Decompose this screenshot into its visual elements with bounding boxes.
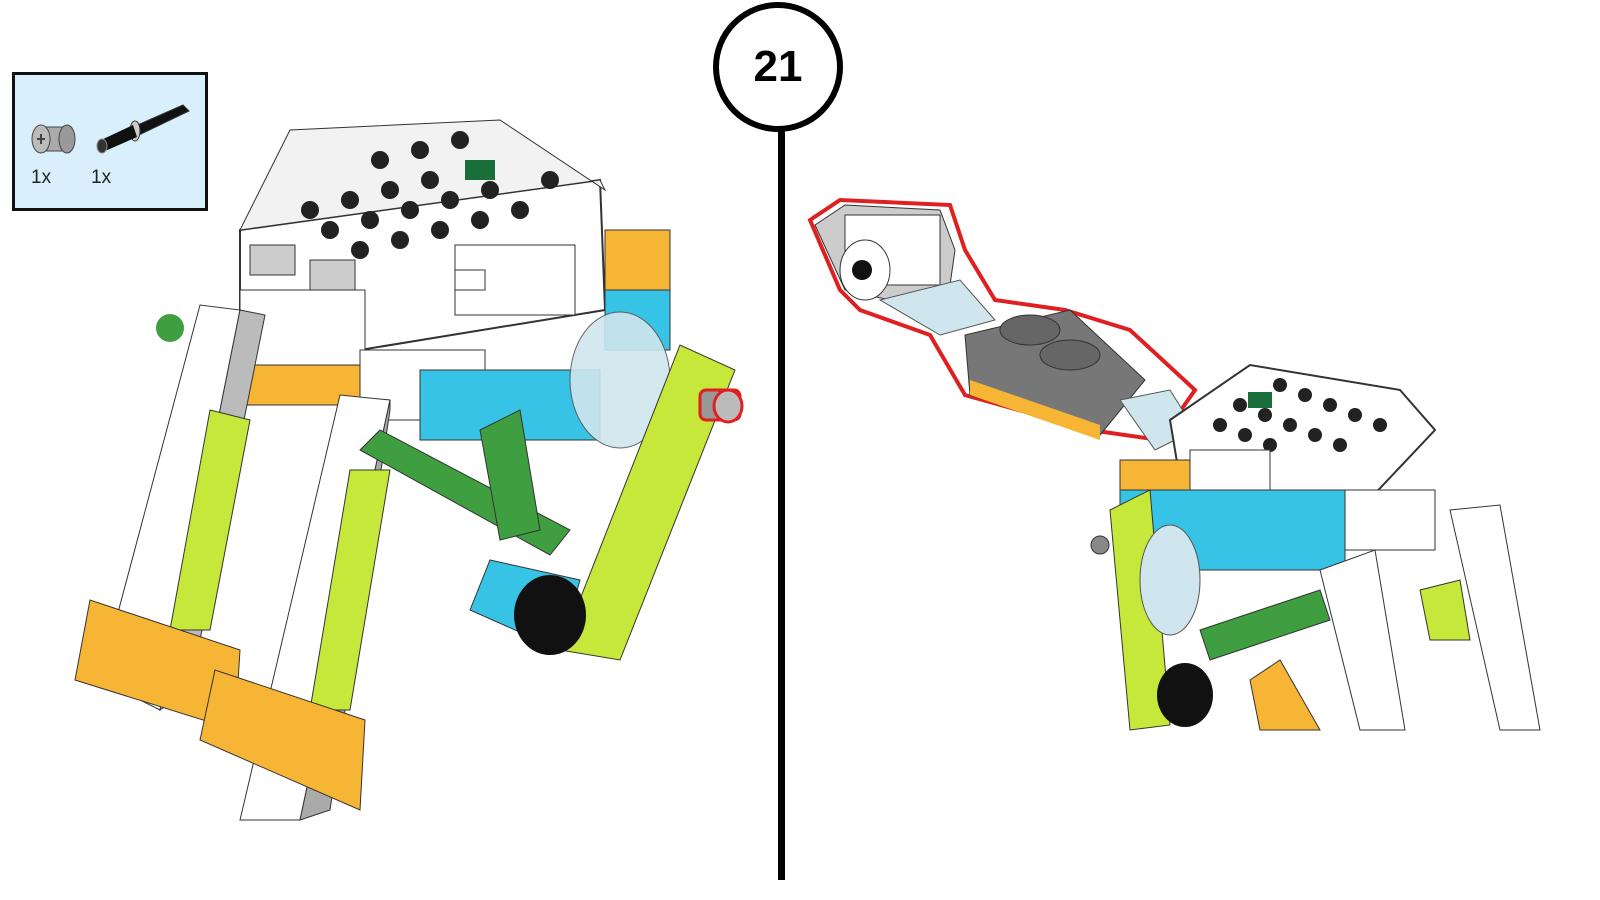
part-quantity: 1x xyxy=(31,167,52,188)
model-assembly-view xyxy=(74,119,744,821)
step-number: 21 xyxy=(713,2,843,132)
part-quantity: 1x xyxy=(91,167,112,188)
model-rotated-view xyxy=(807,197,1541,731)
bush-icon xyxy=(31,124,76,154)
axle-pin-icon xyxy=(96,104,190,154)
step-divider xyxy=(778,128,785,880)
parts-list-box: 1x 1x xyxy=(12,72,208,211)
